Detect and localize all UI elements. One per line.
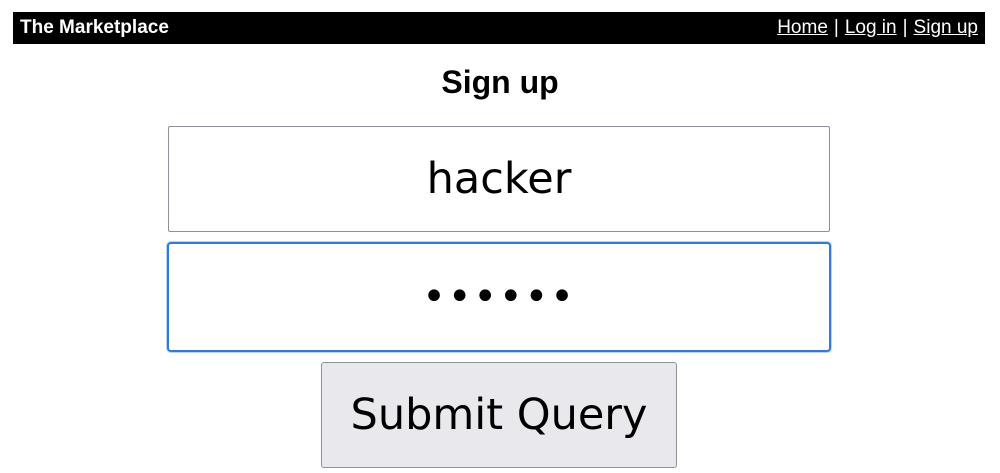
username-input[interactable] bbox=[168, 126, 830, 232]
nav-signup-link[interactable]: Sign up bbox=[913, 17, 978, 38]
password-input[interactable] bbox=[167, 242, 831, 352]
nav-login-link[interactable]: Log in bbox=[844, 17, 897, 38]
site-brand: The Marketplace bbox=[20, 17, 169, 38]
nav-separator: | bbox=[833, 17, 839, 38]
nav-separator: | bbox=[902, 17, 908, 38]
page-title: Sign up bbox=[441, 64, 559, 100]
top-navbar: The Marketplace Home | Log in | Sign up bbox=[13, 12, 985, 44]
submit-button[interactable]: Submit Query bbox=[321, 362, 677, 468]
nav-home-link[interactable]: Home bbox=[777, 17, 828, 38]
nav-links: Home | Log in | Sign up bbox=[777, 12, 978, 44]
